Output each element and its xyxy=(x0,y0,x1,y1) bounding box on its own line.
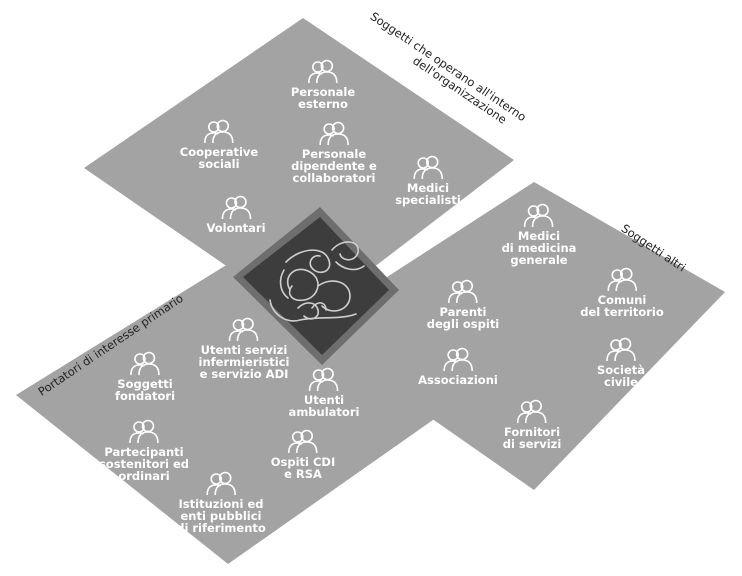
node-label-line: specialisti xyxy=(395,193,461,207)
stakeholder-ospiti-cdi-rsa: Ospiti CDI e RSA xyxy=(270,428,336,481)
stakeholder-medici-specialisti: Medici specialisti xyxy=(395,154,461,206)
node-label-line: Soggetti xyxy=(117,377,173,391)
node-label-line: Medici xyxy=(406,181,450,195)
other-subjects-panel xyxy=(305,182,725,490)
node-label-line: Fornitori xyxy=(503,425,561,439)
people-icon xyxy=(309,367,339,392)
stakeholder-fornitori-servizi: Fornitori di servizi xyxy=(502,398,562,451)
node-label-line: del territorio xyxy=(580,305,664,319)
node-label-line: dipendente e xyxy=(291,159,377,173)
stakeholder-parenti-ospiti: Parenti degli ospiti xyxy=(426,278,500,331)
primary-stakeholders-panel xyxy=(16,264,440,564)
internal-subjects-panel xyxy=(84,18,514,320)
node-label-line: sostenitori ed xyxy=(98,457,190,471)
node-label-line: Personale xyxy=(301,147,367,161)
people-icon xyxy=(319,121,349,146)
node-label-line: di servizi xyxy=(502,437,562,451)
node-label-line: enti pubblici xyxy=(180,509,262,523)
people-icon xyxy=(308,59,338,84)
stakeholder-societa-civile: Società civile xyxy=(597,336,645,388)
people-icon xyxy=(206,471,236,496)
node-label-line: Associazioni xyxy=(418,373,498,387)
people-icon xyxy=(607,267,637,292)
people-icon xyxy=(517,399,547,424)
node-label-line: Istituzioni ed xyxy=(178,497,264,511)
node-label-line: Utenti xyxy=(303,393,345,407)
node-label-line: degli ospiti xyxy=(426,317,500,331)
people-icon xyxy=(606,337,636,362)
people-icon xyxy=(413,155,443,180)
node-label-line: Comuni xyxy=(597,293,647,307)
node-label-line: di medicina xyxy=(501,241,577,255)
node-label-line: e servizio ADI xyxy=(199,367,289,381)
node-label-line: Cooperative xyxy=(179,145,259,159)
node-label-line: ordinari xyxy=(118,469,170,483)
node-label-line: esterno xyxy=(298,97,348,111)
stakeholder-cooperative-sociali: Cooperative sociali xyxy=(180,118,258,170)
people-icon xyxy=(443,347,473,372)
center-emblem-inner xyxy=(243,217,389,355)
node-label-line: Medici xyxy=(517,229,561,243)
people-icon xyxy=(229,317,259,342)
node-label-line: civile xyxy=(604,375,638,389)
node-label-line: ambulatori xyxy=(288,405,360,419)
node-label-line: Personale xyxy=(290,85,356,99)
stakeholder-personale-dipendente: Personale dipendente e collaboratori xyxy=(291,120,377,184)
stakeholder-personale-esterno: Personale esterno xyxy=(291,58,355,110)
stakeholder-utenti-ambulatori: Utenti ambulatori xyxy=(288,366,360,419)
stakeholder-comuni-territorio: Comuni del territorio xyxy=(580,266,664,319)
people-icon xyxy=(129,419,159,444)
people-icon xyxy=(524,203,554,228)
ornament-logo xyxy=(269,241,365,322)
node-label-line: sociali xyxy=(198,157,240,171)
stakeholder-istituzioni-enti-pubblici: Istituzioni ed enti pubblici di riferime… xyxy=(176,470,266,534)
people-icon xyxy=(448,279,478,304)
stakeholder-utenti-servizi-infermieristici: Utenti servizi infermieristici e servizi… xyxy=(198,316,290,381)
node-label-line: di riferimento xyxy=(176,521,266,535)
node-label-line: infermieristici xyxy=(198,355,290,369)
node-label-line: Ospiti CDI xyxy=(270,455,336,469)
node-label-line: Partecipanti xyxy=(104,445,184,459)
people-icon xyxy=(204,119,234,144)
node-label-line: Parenti xyxy=(439,305,487,319)
stakeholder-partecipanti-sostenitori: Partecipanti sostenitori ed ordinari xyxy=(99,418,189,482)
stakeholder-volontari: Volontari xyxy=(206,194,266,235)
node-label-line: Società xyxy=(597,363,645,377)
node-label-line: Volontari xyxy=(206,221,266,235)
people-icon xyxy=(288,429,318,454)
stakeholder-medici-medicina-generale: Medici di medicina generale xyxy=(501,202,577,267)
node-label-line: collaboratori xyxy=(292,171,376,185)
node-label-line: generale xyxy=(510,253,568,267)
people-icon xyxy=(221,195,251,220)
people-icon xyxy=(130,351,160,376)
node-label-line: Utenti servizi xyxy=(200,343,288,357)
node-label-line: e RSA xyxy=(284,467,322,481)
stakeholder-soggetti-fondatori: Soggetti fondatori xyxy=(115,350,175,402)
node-label-line: fondatori xyxy=(114,389,176,403)
stakeholder-associazioni: Associazioni xyxy=(418,346,498,386)
